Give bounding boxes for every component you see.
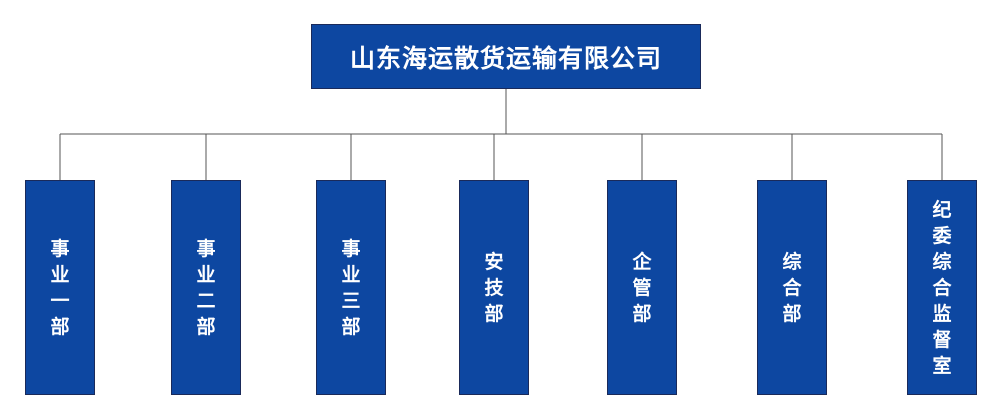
dept-node-business-2: 事业二部: [171, 180, 241, 395]
dept-label: 事业一部: [50, 237, 70, 338]
dept-node-general-affairs: 综合部: [757, 180, 827, 395]
dept-node-enterprise-mgmt: 企管部: [607, 180, 677, 395]
dept-label: 事业三部: [341, 237, 361, 338]
company-name: 山东海运散货运输有限公司: [349, 43, 662, 73]
dept-label: 纪委综合监督室: [932, 198, 952, 377]
dept-label: 事业二部: [196, 237, 216, 338]
dept-label: 综合部: [782, 250, 802, 325]
dept-node-discipline-supervision: 纪委综合监督室: [907, 180, 977, 395]
company-root-node: 山东海运散货运输有限公司: [311, 24, 701, 89]
dept-node-safety-tech: 安技部: [459, 180, 529, 395]
dept-label: 安技部: [484, 250, 504, 325]
dept-node-business-1: 事业一部: [25, 180, 95, 395]
dept-node-business-3: 事业三部: [316, 180, 386, 395]
dept-label: 企管部: [632, 250, 652, 325]
